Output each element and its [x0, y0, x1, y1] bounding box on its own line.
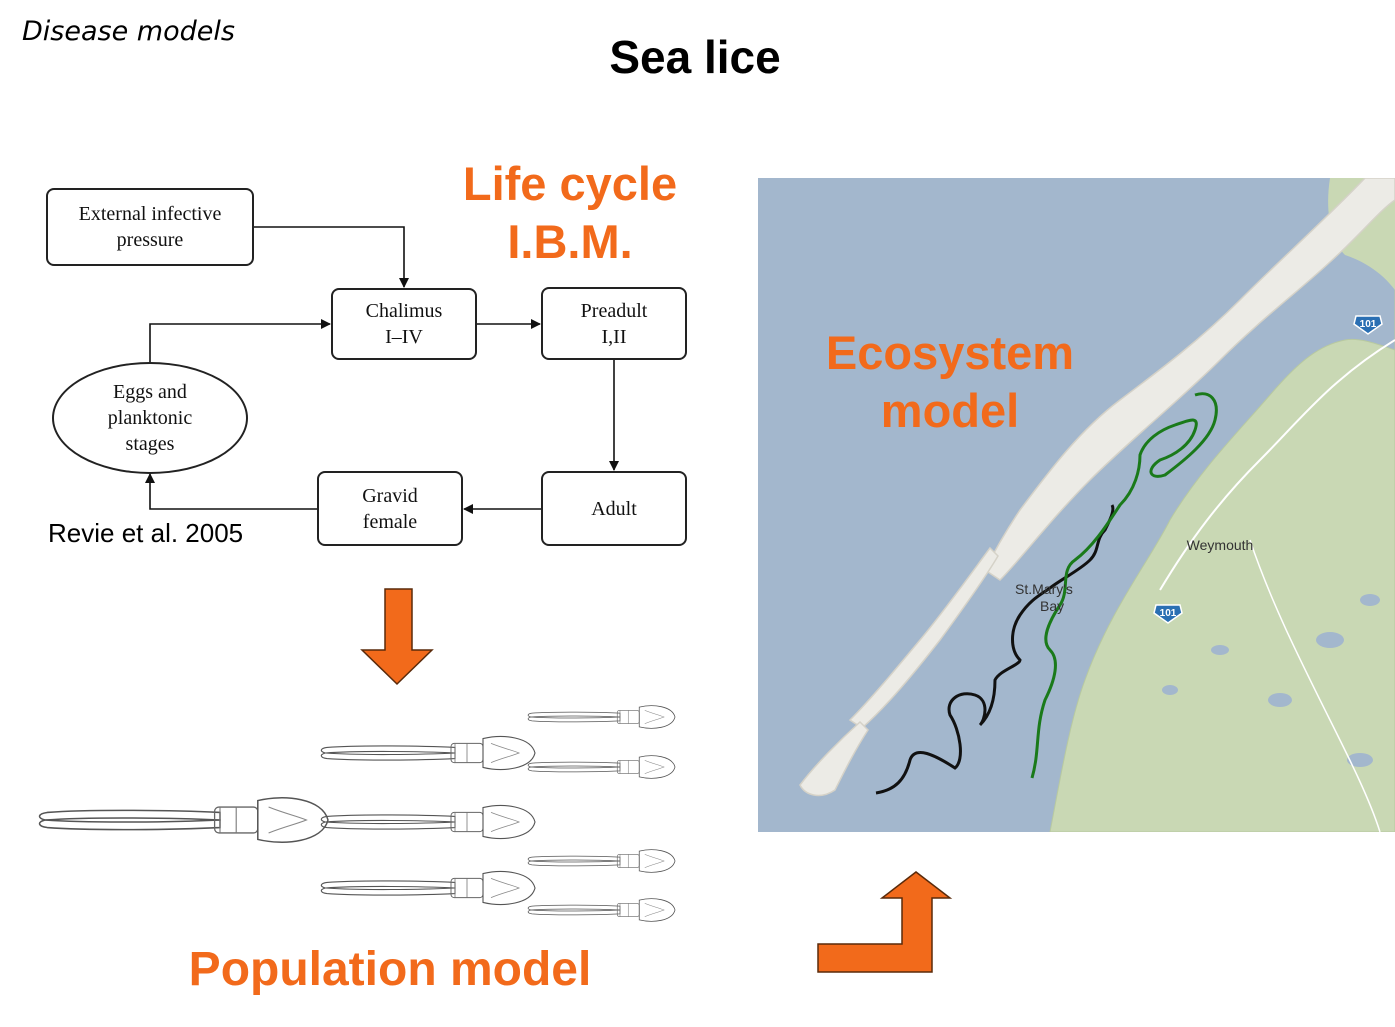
connector-external-chalimus — [254, 226, 409, 288]
particle-track-green — [1030, 392, 1218, 779]
slide-title: Sea lice — [609, 31, 781, 83]
node-chalimus: Chalimus I–IV — [331, 288, 477, 360]
highway-shield-icon: 101 — [1153, 604, 1183, 624]
connector-eggs-chalimus — [149, 319, 331, 362]
node-adult: Adult — [541, 471, 687, 546]
connector-gravid-eggs — [145, 473, 318, 510]
map-place-line-1: St.Mary's — [1015, 581, 1073, 597]
node-gravid-female: Gravid female — [317, 471, 463, 546]
map-peninsula — [984, 178, 1395, 581]
map-road — [1249, 539, 1381, 832]
highway-shield-icon: 101 — [1353, 315, 1383, 335]
ecosystem-model-label: Ecosystem model — [825, 326, 1075, 437]
shield-number: 101 — [1360, 319, 1377, 330]
population-model-label: Population model — [188, 943, 592, 996]
node-preadult: Preadult I,II — [541, 287, 687, 360]
map-mainland — [1049, 178, 1395, 832]
map-place-label: St.Mary's Bay — [1015, 581, 1077, 614]
node-external-infective-pressure: External infective pressure — [46, 188, 254, 266]
map-road — [1159, 339, 1395, 591]
map-town-label: Weymouth — [1187, 537, 1254, 553]
section-label: Disease models — [22, 16, 235, 47]
node-eggs-planktonic: Eggs and planktonic stages — [52, 362, 248, 474]
shield-number: 101 — [1160, 608, 1177, 619]
map-place-line-2: Bay — [1040, 598, 1064, 614]
map-lakes — [1162, 594, 1380, 767]
citation: Revie et al. 2005 — [48, 518, 244, 548]
life-cycle-label: Life cycle I.B.M. — [462, 157, 678, 268]
particle-track-black — [875, 504, 1115, 795]
map-island-tip — [799, 720, 869, 797]
